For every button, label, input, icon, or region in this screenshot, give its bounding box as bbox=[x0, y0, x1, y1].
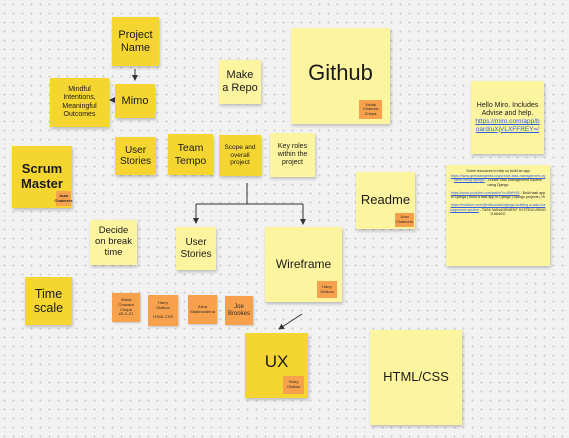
note-text: Mindful Intentions, Meaningful Outcomes bbox=[62, 86, 97, 118]
assignee-tag: Vishal Chandra Chepa bbox=[359, 100, 382, 119]
sticky-note-github[interactable]: Github Vishal Chandra Chepa bbox=[291, 28, 390, 124]
resource-desc-1: - Create Task Management System using Dj… bbox=[485, 178, 542, 188]
sticky-note-time-scale[interactable]: Time scale bbox=[25, 277, 72, 325]
assignee-tag: Harry Olotkon bbox=[283, 376, 304, 394]
sticky-note-help-miro[interactable]: Hello Miro. Includes Advise and help. ht… bbox=[471, 81, 544, 154]
note-text: Readme bbox=[360, 192, 411, 208]
resources-intro: Some resources to help us build an app bbox=[466, 169, 530, 173]
note-text: User Stories bbox=[180, 237, 212, 260]
assignee-tag: Juan Chalmers bbox=[395, 213, 414, 227]
sticky-note-wireframe[interactable]: Wireframe Harry Olotkon bbox=[265, 227, 342, 302]
person-tag-harry[interactable]: Harry Olotkon HTML CSS bbox=[148, 295, 178, 326]
note-text: Team Tempo bbox=[174, 142, 207, 167]
sticky-note-decide-break-time[interactable]: Decide on break time bbox=[90, 220, 137, 265]
sticky-note-mimo[interactable]: Mimo bbox=[115, 84, 155, 118]
sticky-note-user-stories-2[interactable]: User Stories bbox=[176, 227, 216, 270]
sticky-note-key-roles[interactable]: Key roles within the project bbox=[270, 133, 315, 177]
note-text: Hello Miro. Includes Advise and help. bbox=[476, 101, 539, 118]
note-text: Mimo bbox=[121, 94, 149, 107]
person-tag-alina[interactable]: Alina Shakhandrina bbox=[188, 295, 217, 324]
resource-link-2[interactable]: https://www.youtube.com/watch?v=8WHS9 bbox=[450, 190, 520, 195]
assignee-tag: Harry Olotkon bbox=[317, 281, 337, 298]
resource-link-3[interactable]: https://medium.com/@mlhussain/django-bui… bbox=[450, 203, 546, 212]
note-text: Make a Repo bbox=[222, 69, 258, 94]
sticky-note-project-name[interactable]: Project Name bbox=[112, 17, 159, 66]
assignee-tag: Juan Chalmers bbox=[54, 191, 73, 206]
sticky-note-ux[interactable]: UX Harry Olotkon bbox=[245, 333, 308, 398]
miro-board-link[interactable]: https://miro.com/app/board/uXjVLXFFREY=/ bbox=[475, 118, 540, 133]
sticky-note-make-a-repo[interactable]: Make a Repo bbox=[219, 60, 261, 104]
sticky-note-scope-overall-project[interactable]: Scope and overall project bbox=[219, 135, 261, 176]
person-tag-vishal[interactable]: Vishal Chandra Chepa #5-3–21 bbox=[112, 293, 140, 322]
sticky-note-user-stories[interactable]: User Stories bbox=[115, 137, 156, 175]
resource-link-1[interactable]: https://www.geeksforgeeks.org/create-tas… bbox=[450, 173, 546, 183]
arrow-scope-branch bbox=[196, 183, 303, 205]
sticky-note-scrum-master[interactable]: Scrum Master Juan Chalmers bbox=[12, 146, 73, 208]
resource-desc-3: - TASK MANAGEMENT SYSTEM USING DJANGO bbox=[479, 207, 546, 217]
sticky-note-resources[interactable]: Some resources to help us build an app h… bbox=[446, 165, 550, 266]
note-text: Key roles within the project bbox=[277, 142, 308, 167]
note-text: UX bbox=[264, 351, 289, 371]
sticky-note-team-tempo[interactable]: Team Tempo bbox=[168, 134, 213, 175]
person-tag-joe[interactable]: Joe Brookes bbox=[225, 296, 253, 325]
note-text: HTML/CSS bbox=[383, 369, 449, 385]
sticky-note-readme[interactable]: Readme Juan Chalmers bbox=[356, 172, 415, 229]
note-text: Scope and overall project bbox=[224, 144, 256, 167]
note-text: Project Name bbox=[118, 28, 153, 54]
sticky-note-mindful-intentions[interactable]: Mindful Intentions, Meaningful Outcomes bbox=[50, 78, 109, 127]
sticky-note-html-css[interactable]: HTML/CSS bbox=[370, 330, 462, 425]
resource-desc-2: - Build task app in Django | build a tas… bbox=[451, 190, 546, 200]
note-text: Wireframe bbox=[275, 256, 332, 271]
note-text: Github bbox=[308, 60, 373, 86]
note-text: User Stories bbox=[119, 144, 152, 168]
note-text: Time scale bbox=[33, 286, 64, 315]
arrow-wireframe-to-ux bbox=[278, 313, 303, 330]
note-text: Scrum Master bbox=[21, 161, 63, 191]
note-text: Decide on break time bbox=[95, 225, 132, 258]
